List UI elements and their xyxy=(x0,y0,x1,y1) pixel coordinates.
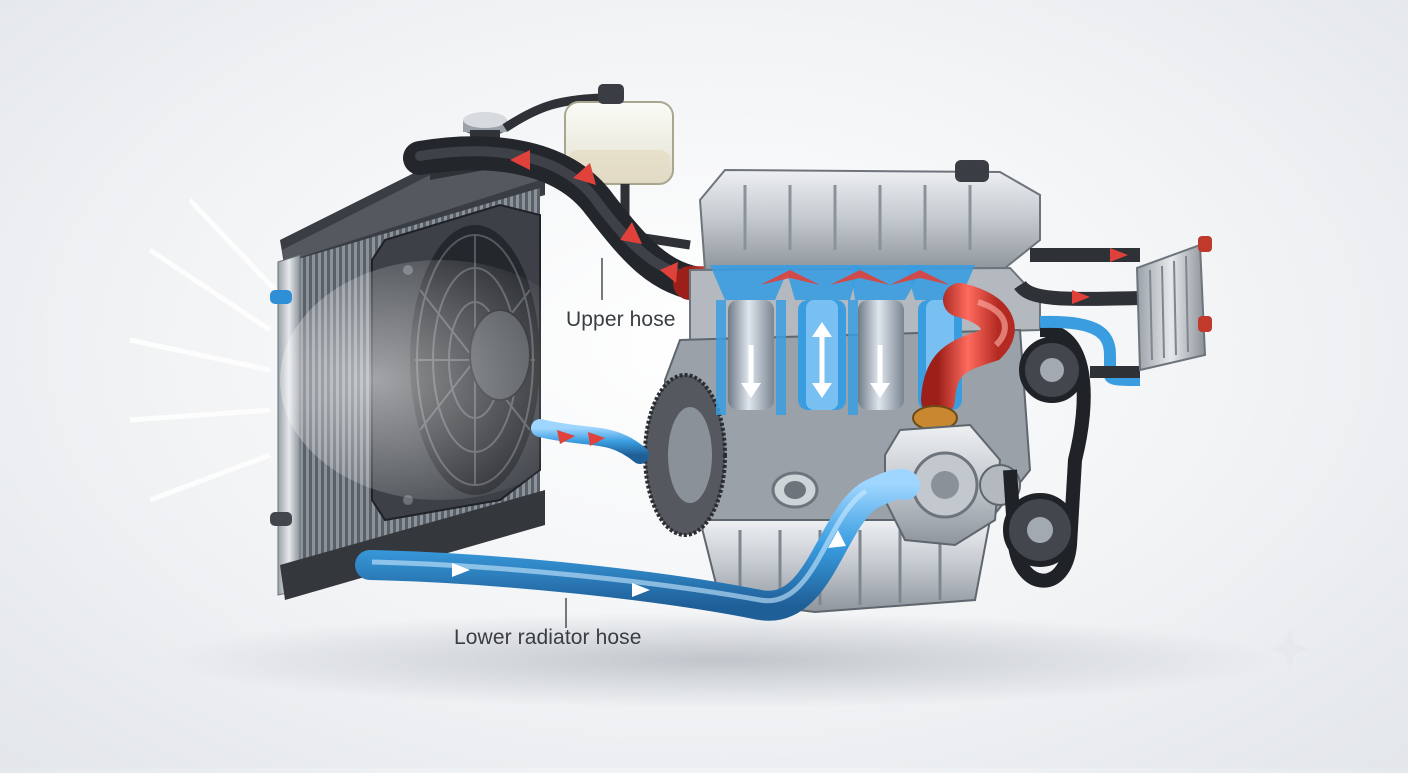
lower-hose-label: Lower radiator hose xyxy=(454,626,642,649)
flow-arrow-icon xyxy=(1072,248,1128,304)
airflow-glow xyxy=(280,260,600,500)
flow-arrow-icon xyxy=(452,530,846,597)
bypass-hose xyxy=(531,419,649,464)
flow-arrow-icon xyxy=(557,430,575,444)
cylinder-3 xyxy=(848,265,925,415)
expansion-tank-cap xyxy=(598,84,624,104)
upper-hose-label: Upper hose xyxy=(566,308,676,331)
accessory-belt xyxy=(1003,323,1091,588)
radiator-inlet-nub xyxy=(270,290,292,304)
water-pump xyxy=(884,405,1021,547)
floor-shadow xyxy=(160,612,1280,708)
flow-arrow-icon xyxy=(510,150,678,283)
oil-filler-cap xyxy=(955,160,989,182)
lower-radiator-hose xyxy=(355,468,920,621)
radiator-drain-nub xyxy=(270,512,292,526)
radiator-bottom-tank xyxy=(280,490,545,600)
airflow-rays xyxy=(129,198,277,503)
sparkle-icon xyxy=(1270,628,1310,670)
cylinder-2 xyxy=(785,265,860,410)
cylinder-1 xyxy=(710,265,790,415)
thermostat-outlet-pipe xyxy=(921,283,1015,417)
valve-cover xyxy=(698,168,1041,272)
heater-core xyxy=(1014,236,1212,386)
flow-arrow-icon xyxy=(760,270,950,285)
